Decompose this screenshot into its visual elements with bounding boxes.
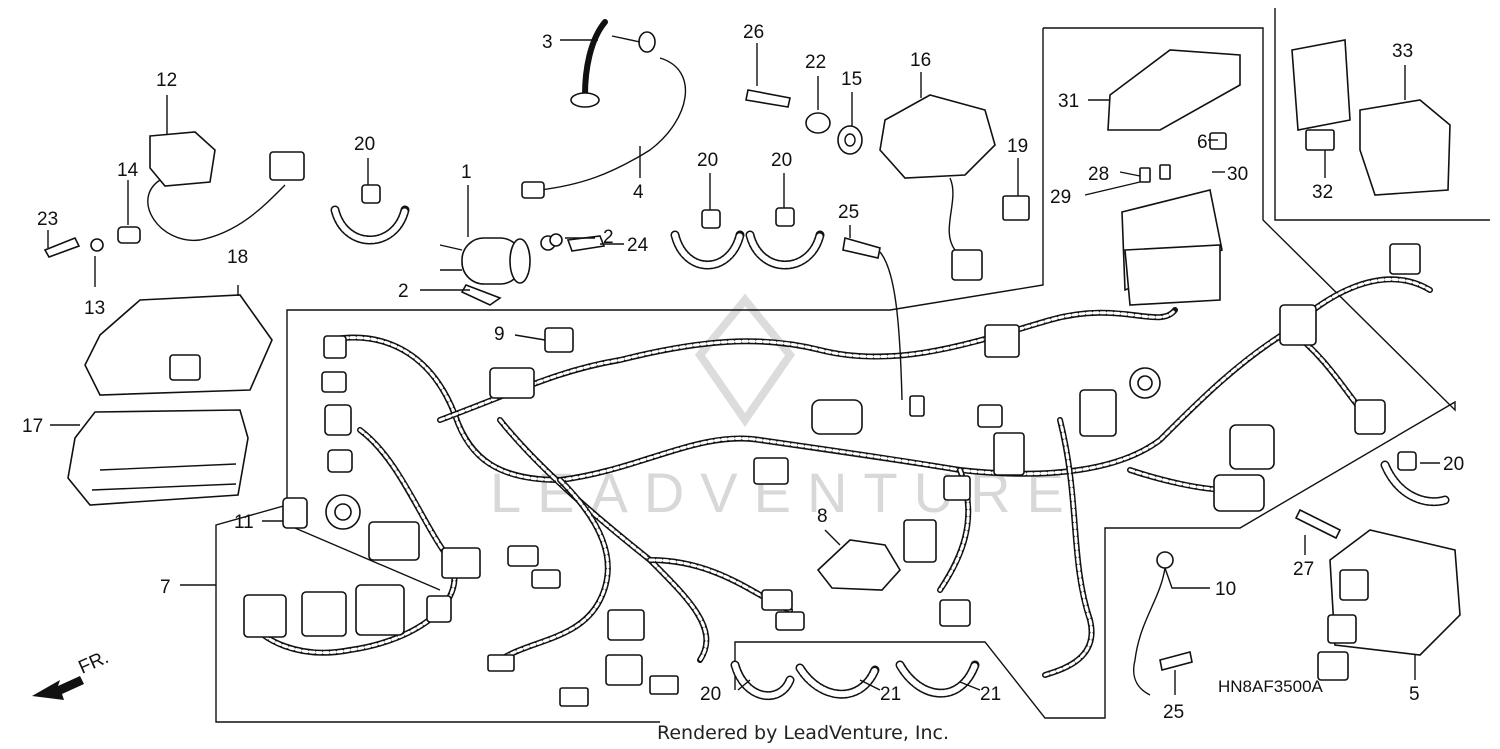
callout-20: 20 [700,684,721,705]
callout-23: 23 [37,209,58,230]
callout-32: 32 [1312,182,1333,203]
callout-9: 9 [494,324,505,345]
callout-29: 29 [1050,187,1071,208]
callout-28: 28 [1088,164,1109,185]
group-outlines [215,8,1490,723]
cable-bands [330,184,1450,701]
callout-20: 20 [771,150,792,171]
part-small-19-25 [842,195,1030,401]
callout-6: 6 [1197,132,1208,153]
callout-20: 20 [697,150,718,171]
leader-lines [47,39,1440,695]
part-unit-16 [879,94,996,281]
footer-credit: Rendered by LeadVenture, Inc. [657,722,949,744]
part-plug-cap-and-cable [521,19,687,199]
callout-21: 21 [980,684,1001,705]
callout-22: 22 [805,52,826,73]
part-relay-12 [43,131,305,258]
callout-8: 8 [817,506,828,527]
callout-25: 25 [1163,702,1184,723]
callout-13: 13 [84,298,105,319]
callout-3: 3 [542,32,553,53]
diagram-code: HN8AF3500A [1218,677,1324,696]
part-washers-bolt [540,233,606,252]
callout-10: 10 [1215,579,1236,600]
callout-15: 15 [841,69,862,90]
callout-7: 7 [160,577,171,598]
callout-2: 2 [398,281,409,302]
callout-27: 27 [1293,559,1314,580]
callout-31: 31 [1058,91,1079,112]
callout-5: 5 [1409,684,1420,705]
callout-18: 18 [227,247,248,268]
part-fasteners-top [745,89,863,155]
callout-33: 33 [1392,41,1413,62]
part-ignition-coil [439,237,531,306]
part-ecu-cover-18 [84,294,273,396]
part-unit-5 [1294,508,1461,656]
part-ecu-17 [67,409,249,506]
callout-20: 20 [354,134,375,155]
callout-1: 1 [461,162,472,183]
callout-12: 12 [156,70,177,91]
harness-connectors [243,243,1421,707]
callout-4: 4 [633,182,644,203]
direction-label: FR. [75,647,112,679]
callout-24: 24 [627,235,649,256]
part-ground-cable-10 [1133,551,1193,696]
callout-21: 21 [880,684,901,705]
callout-11: 11 [234,512,254,533]
callout-20: 20 [1443,454,1464,475]
part-32-33 [1291,39,1451,196]
front-direction-arrow: FR. [32,647,112,700]
callout-labels: 1 2 2 3 4 5 6 7 8 9 10 11 12 13 14 15 16… [22,22,1464,723]
callout-19: 19 [1007,136,1028,157]
callout-25: 25 [838,202,859,223]
part-fuse-box [1107,49,1241,306]
part-misc-8-9-11 [282,327,901,591]
callout-26: 26 [743,22,764,43]
callout-2: 2 [603,227,614,248]
callout-14: 14 [117,160,139,181]
callout-30: 30 [1227,164,1248,185]
callout-16: 16 [910,50,931,71]
callout-17: 17 [22,416,43,437]
